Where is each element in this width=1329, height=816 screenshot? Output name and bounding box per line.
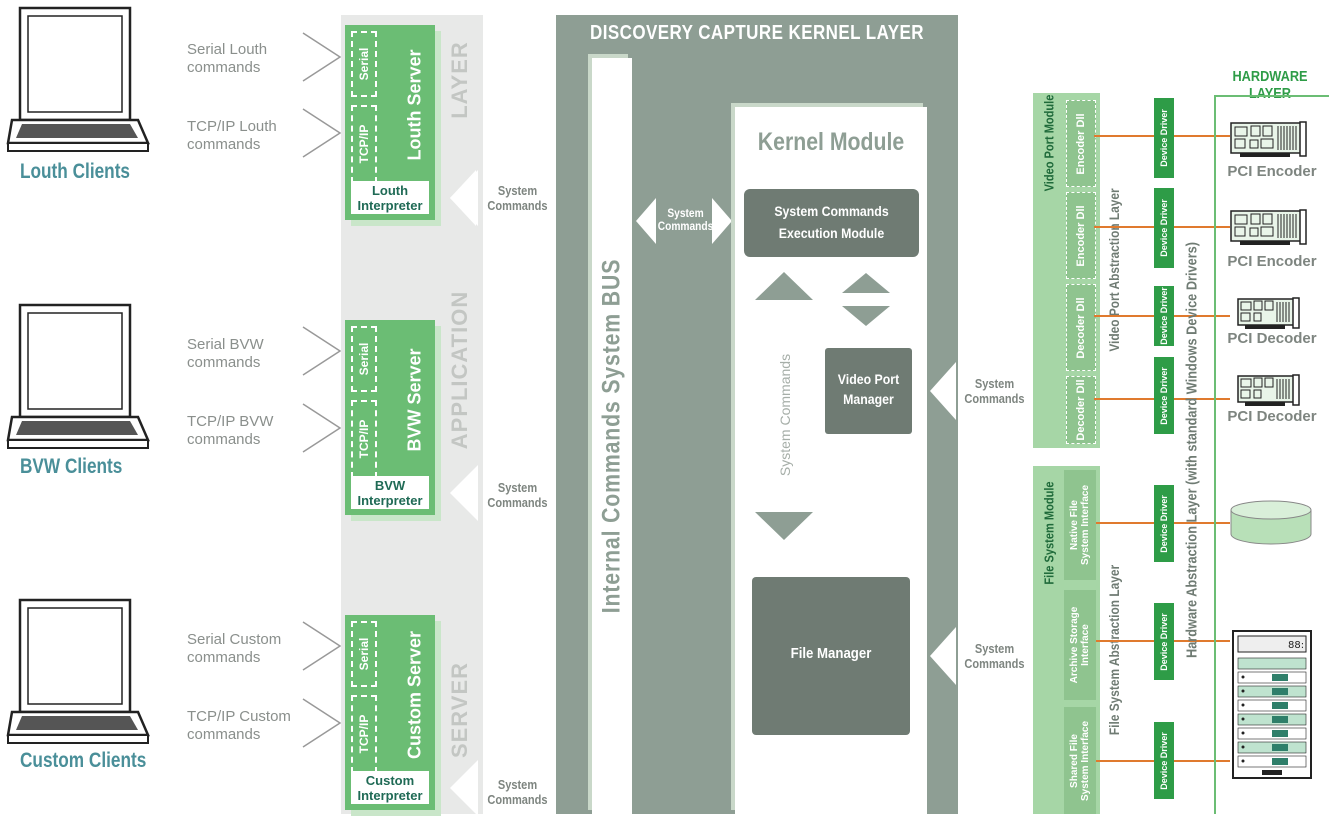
decoder-dll: Decoder Dll <box>1066 284 1096 371</box>
device-driver: Device Driver <box>1154 98 1174 178</box>
left-arrowhead-icon <box>930 627 956 685</box>
svg-text:88:: 88: <box>1288 640 1304 651</box>
laptop-icon <box>6 6 150 152</box>
pci-card-label: PCI Encoder <box>1227 253 1317 270</box>
pci-card-label: PCI Encoder <box>1227 163 1317 180</box>
left-arrowhead-icon <box>636 198 656 244</box>
right-arrowhead-icon <box>712 198 732 244</box>
pci-card-icon <box>1230 121 1307 157</box>
client-label: Louth Clients <box>20 160 131 183</box>
execution-module: System Commands Execution Module <box>744 189 919 257</box>
pci-card-icon <box>1237 297 1300 329</box>
file-manager: File Manager <box>752 577 910 735</box>
disk-storage-icon <box>1230 500 1312 545</box>
arrow-icon <box>302 698 342 748</box>
device-driver: Device Driver <box>1154 286 1174 346</box>
serial-port: Serial <box>351 326 377 392</box>
pci-card-label: PCI Decoder <box>1227 408 1317 425</box>
left-arrowhead-icon <box>930 362 956 420</box>
device-driver: Device Driver <box>1154 722 1174 799</box>
client-label: BVW Clients <box>20 455 123 478</box>
file-system-abstraction-label: File System Abstraction Layer <box>1106 564 1122 736</box>
hardware-abstraction-label: Hardware Abstraction Layer (with standar… <box>1183 241 1201 659</box>
arrow-icon <box>302 621 342 671</box>
kernel-layer-title: DISCOVERY CAPTURE KERNEL LAYER <box>590 22 924 44</box>
video-port-abstraction-label: Video Port Abstraction Layer <box>1106 188 1122 352</box>
encoder-dll: Encoder Dll <box>1066 100 1096 187</box>
arrow-icon <box>302 326 342 376</box>
server-name: Louth Server <box>404 49 425 161</box>
server-name: Custom Server <box>404 630 425 760</box>
system-bus: Internal Commands System BUS <box>592 58 632 814</box>
app-layer-label-application: APPLICATION <box>447 290 472 450</box>
left-arrowhead-icon <box>450 170 478 226</box>
video-port-manager: Video Port Manager <box>825 348 912 434</box>
hardware-layer-title: HARDWARE LAYER <box>1232 68 1308 102</box>
device-driver: Device Driver <box>1154 188 1174 268</box>
serial-port: Serial <box>351 31 377 97</box>
up-arrow-icon <box>842 273 890 293</box>
device-driver: Device Driver <box>1154 357 1174 434</box>
arrow-icon <box>302 108 342 158</box>
up-arrow-icon <box>755 272 813 300</box>
client-label: Custom Clients <box>20 749 147 772</box>
tcp-port: TCP/IP <box>351 105 377 183</box>
pci-card-icon <box>1230 209 1307 245</box>
kernel-module-title: Kernel Module <box>757 128 905 156</box>
rack-server-icon: 88: <box>1232 630 1312 779</box>
arrow-icon <box>302 32 342 82</box>
arrow-icon <box>302 403 342 453</box>
laptop-icon <box>6 303 150 449</box>
hardware-layer <box>1214 95 1329 814</box>
video-port-module-title: Video Port Module <box>1041 94 1057 191</box>
decoder-dll: Decoder Dll <box>1066 376 1096 444</box>
serial-port: Serial <box>351 621 377 687</box>
tcp-port: TCP/IP <box>351 400 377 478</box>
laptop-icon <box>6 598 150 744</box>
pci-card-label: PCI Decoder <box>1227 330 1317 347</box>
server-name: BVW Server <box>404 348 425 452</box>
device-driver: Device Driver <box>1154 485 1174 562</box>
tcp-port: TCP/IP <box>351 695 377 773</box>
file-system-module-title: File System Module <box>1041 481 1057 585</box>
app-layer-label-server: SERVER <box>447 661 472 759</box>
left-arrowhead-icon <box>450 465 478 521</box>
left-arrowhead-icon <box>450 760 478 816</box>
down-arrow-icon <box>842 306 890 326</box>
pci-card-icon <box>1237 374 1300 406</box>
encoder-dll: Encoder Dll <box>1066 192 1096 279</box>
system-commands-vertical-label: System Commands <box>777 353 793 477</box>
app-layer-label-layer: LAYER <box>447 41 472 119</box>
down-arrow-icon <box>755 512 813 540</box>
device-driver: Device Driver <box>1154 603 1174 680</box>
